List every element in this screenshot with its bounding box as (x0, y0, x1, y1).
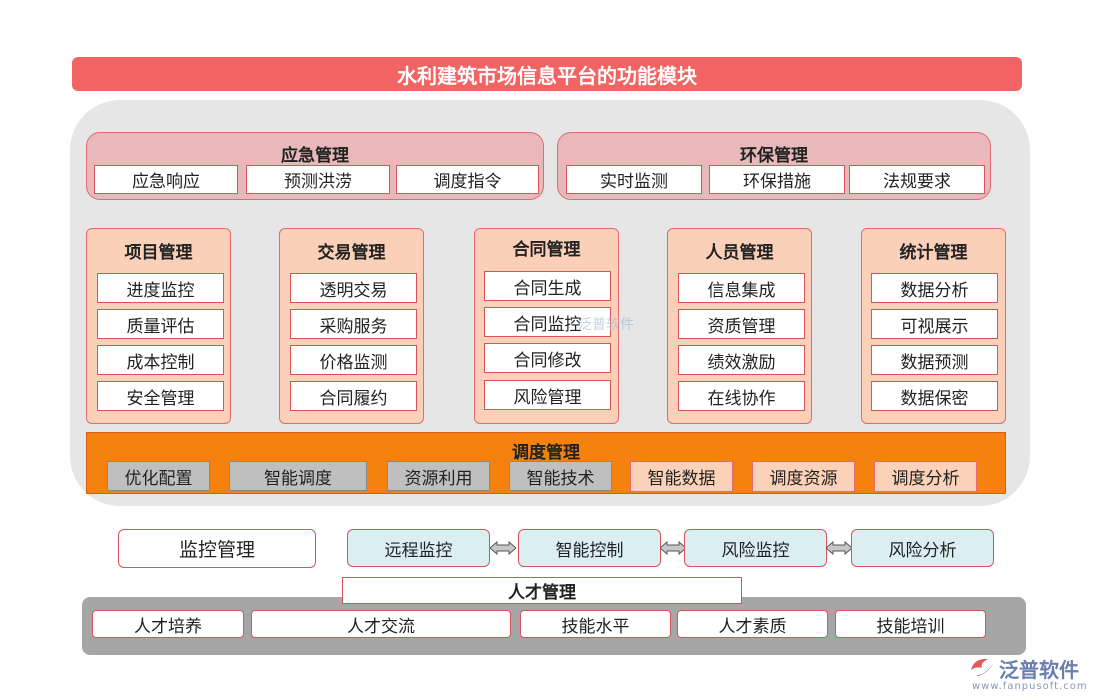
talent-header: 人才管理 (342, 577, 742, 604)
column-header: 交易管理 (317, 243, 386, 263)
talent-item: 人才交流 (251, 610, 511, 638)
monitoring-item: 风险监控 (684, 529, 827, 567)
environment-item: 法规要求 (849, 165, 985, 194)
column-item: 采购服务 (290, 309, 417, 339)
column-header: 人员管理 (705, 243, 774, 263)
column-item: 绩效激励 (678, 345, 805, 375)
scheduling-item: 调度资源 (752, 461, 855, 492)
double-arrow-icon (826, 541, 852, 555)
scheduling-item: 智能数据 (630, 461, 733, 492)
column-item: 合同监控 (484, 307, 611, 337)
talent-item: 人才素质 (677, 610, 828, 638)
double-arrow-icon (660, 541, 686, 555)
column-item: 安全管理 (97, 381, 224, 411)
column-item: 信息集成 (678, 273, 805, 303)
column-header: 项目管理 (124, 243, 193, 263)
emergency-header: 应急管理 (281, 146, 349, 166)
watermark: 泛普软件 (578, 317, 634, 333)
emergency-item: 预测洪涝 (246, 165, 390, 194)
logo-url: www.fanpusoft.com (972, 681, 1088, 692)
monitoring-item: 风险分析 (851, 529, 994, 567)
talent-item: 人才培养 (92, 610, 244, 638)
column-item: 透明交易 (290, 273, 417, 303)
logo-icon (971, 658, 993, 676)
environment-item: 环保措施 (709, 165, 845, 194)
scheduling-item: 调度分析 (874, 461, 977, 492)
column-item: 合同生成 (484, 271, 611, 301)
scheduling-header: 调度管理 (512, 443, 580, 463)
column-item: 进度监控 (97, 273, 224, 303)
column-item: 数据分析 (871, 273, 998, 303)
talent-item: 技能培训 (835, 610, 986, 638)
column-item: 成本控制 (97, 345, 224, 375)
monitoring-main: 监控管理 (118, 529, 316, 568)
column-header: 合同管理 (512, 240, 581, 260)
column-item: 在线协作 (678, 381, 805, 411)
column-item: 数据保密 (871, 381, 998, 411)
logo-name: 泛普软件 (999, 658, 1079, 682)
column-item: 合同履约 (290, 381, 417, 411)
emergency-item: 调度指令 (396, 165, 539, 194)
emergency-item: 应急响应 (94, 165, 238, 194)
column-item: 数据预测 (871, 345, 998, 375)
column-item: 价格监测 (290, 345, 417, 375)
environment-item: 实时监测 (566, 165, 702, 194)
monitoring-item: 智能控制 (518, 529, 661, 567)
scheduling-item: 智能技术 (509, 461, 612, 491)
column-header: 统计管理 (899, 243, 968, 263)
column-item: 质量评估 (97, 309, 224, 339)
scheduling-item: 优化配置 (107, 461, 210, 491)
scheduling-item: 智能调度 (229, 461, 367, 491)
column-item: 风险管理 (484, 380, 611, 410)
column-item: 资质管理 (678, 309, 805, 339)
monitoring-item: 远程监控 (347, 529, 490, 567)
scheduling-item: 资源利用 (387, 461, 490, 491)
double-arrow-icon (490, 541, 516, 555)
page-title: 水利建筑市场信息平台的功能模块 (72, 57, 1022, 91)
environment-header: 环保管理 (740, 146, 808, 166)
column-item: 合同修改 (484, 343, 611, 373)
column-item: 可视展示 (871, 309, 998, 339)
talent-item: 技能水平 (520, 610, 671, 638)
